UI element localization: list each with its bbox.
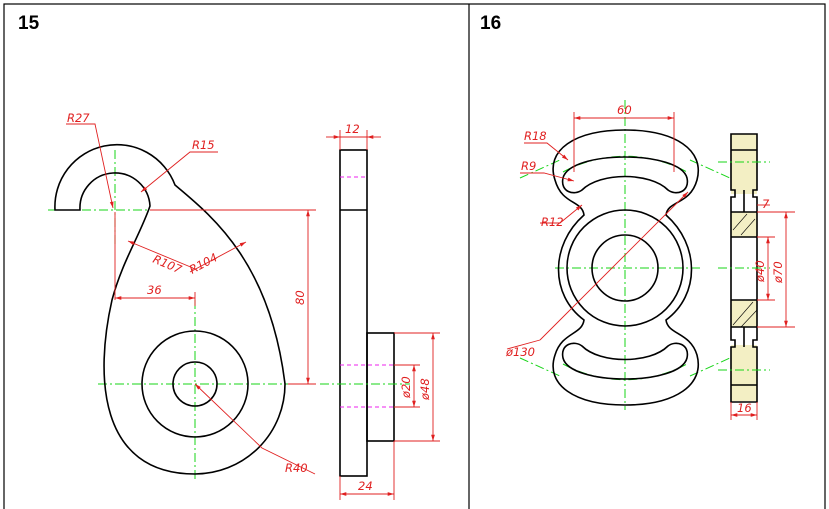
dim-12: 12 [345,122,360,136]
dim-80: 80 [293,290,307,305]
dim-r104: R104 [187,250,220,276]
boss-circle [141,330,249,438]
centerlines-15 [48,150,300,480]
dim-r12: R12 [541,215,564,229]
dims-15: R27 R15 R107 R104 36 80 R40 [66,111,316,475]
dims-15-side: 12 ø20 ø48 24 [326,122,440,500]
link-outline [552,129,700,406]
dim-phi130: ø130 [505,345,535,359]
section-fill-top [731,134,757,194]
dim-r27: R27 [67,111,90,125]
side-plate [339,149,368,477]
section-hatch [732,213,758,328]
hook-outline [54,143,286,475]
side-boss [366,332,395,442]
bottom-slot [561,342,689,380]
panel-number-15: 15 [18,13,40,34]
panel-16-front-view: 60 R18 R9 R12 ø130 [505,100,731,410]
dim-phi48: ø48 [418,378,432,401]
dim-7: 7 [762,197,770,211]
dim-phi70: ø70 [771,261,785,284]
section-fill-bottom [731,345,757,401]
top-slot [561,156,689,194]
dim-r107: R107 [151,252,185,277]
dim-r40: R40 [285,461,308,475]
dims-16: 60 R18 R9 R12 ø130 [505,103,689,359]
dim-16: 16 [737,401,752,415]
panel-15-front-view: R27 R15 R107 R104 36 80 R40 [48,111,316,480]
dim-r9: R9 [521,159,536,173]
dim-24: 24 [358,479,373,493]
hub-bore [591,234,659,302]
bore-circle [172,361,218,407]
frame [3,3,826,509]
dim-60: 60 [617,103,632,117]
hub-circle [566,209,684,327]
dim-r15: R15 [192,138,215,152]
panel-16-section-view: 7 ø40 ø70 16 [718,133,795,420]
dim-r18: R18 [524,129,547,143]
dims-16-side: 7 ø40 ø70 16 [730,197,795,420]
dim-phi40: ø40 [753,260,767,283]
section-fill-mid-top [731,212,757,237]
dim-36: 36 [147,283,162,297]
panel-15-side-view: 12 ø20 ø48 24 [320,122,440,500]
dim-phi20: ø20 [399,376,413,399]
panel-number-16: 16 [480,13,501,34]
